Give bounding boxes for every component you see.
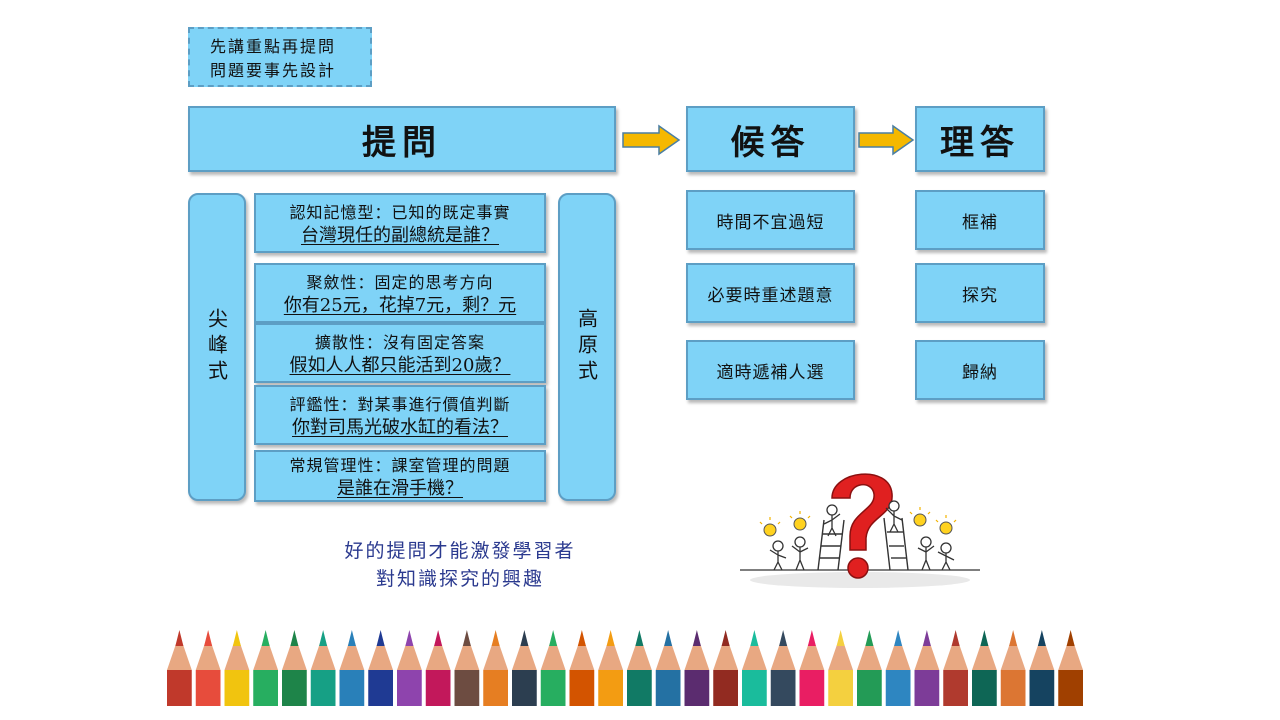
pencil [282, 630, 307, 706]
pencil [167, 630, 192, 706]
stage-ask-label: 提問 [362, 122, 442, 163]
pencil [943, 630, 968, 706]
pencil [569, 630, 595, 706]
colored-pencils-decoration [167, 630, 1083, 706]
stage-wait-label: 候答 [730, 122, 811, 163]
handle-item-1: 框補 [915, 190, 1045, 250]
closing-message-line-2: 對知識探究的興趣 [375, 568, 544, 590]
pencil [627, 630, 652, 706]
pencil [1029, 630, 1055, 706]
stage-ask-header: 提問 [188, 106, 616, 172]
question-type-title: 認知記憶型：已知的既定事實 [289, 203, 511, 222]
stage-handle-header: 理答 [915, 106, 1045, 172]
pencil [454, 630, 480, 706]
handle-item-3: 歸納 [915, 340, 1045, 400]
arrow-right-icon [622, 124, 681, 156]
note-box: 先講重點再提問 問題要事先設計 [188, 27, 372, 87]
wait-item-2: 必要時重述題意 [686, 263, 855, 323]
pencil [598, 630, 623, 706]
wait-item-label: 時間不宜過短 [716, 212, 825, 233]
question-mark-illustration [740, 473, 980, 588]
question-type-evaluative: 評鑑性：對某事進行價值判斷 你對司馬光破水缸的看法？ [254, 385, 546, 445]
question-type-example: 你有25元，花掉7元，剩？元 [283, 295, 517, 316]
pencil [339, 630, 365, 706]
pencil [655, 630, 681, 706]
pencil [425, 630, 451, 706]
question-type-title: 聚斂性：固定的思考方向 [306, 273, 494, 292]
pencil [972, 630, 997, 706]
question-type-example: 是誰在滑手機？ [337, 478, 463, 499]
stage-handle-label: 理答 [940, 122, 1020, 163]
pencil [684, 630, 710, 706]
pencil [885, 630, 911, 706]
plateau-type-text: 高原式 [574, 308, 599, 386]
pencil [310, 630, 336, 706]
wait-item-label: 適時遞補人選 [716, 362, 825, 383]
pencil [483, 630, 508, 706]
pencil [224, 630, 250, 706]
pencil [368, 630, 393, 706]
peak-type-label: 尖峰式 [188, 193, 246, 501]
handle-item-label: 框補 [962, 212, 998, 233]
pencil [799, 630, 825, 706]
question-type-title: 常規管理性：課室管理的問題 [289, 456, 511, 475]
note-line-1: 先講重點再提問 [210, 37, 337, 56]
pencil [770, 630, 796, 706]
question-type-example: 台灣現任的副總統是誰？ [301, 225, 499, 246]
pencil [1058, 630, 1083, 706]
handle-item-label: 探究 [962, 285, 998, 306]
pencil [742, 630, 767, 706]
wait-item-3: 適時遞補人選 [686, 340, 855, 400]
pencil [828, 630, 853, 706]
question-type-divergent: 擴散性：沒有固定答案 假如人人都只能活到20歲？ [254, 323, 546, 383]
closing-message: 好的提問才能激發學習者 對知識探究的興趣 [300, 537, 620, 593]
question-type-title: 評鑑性：對某事進行價值判斷 [289, 395, 511, 414]
question-type-example: 假如人人都只能活到20歲？ [289, 355, 511, 376]
pencil [857, 630, 882, 706]
closing-message-line-1: 好的提問才能激發學習者 [344, 540, 576, 562]
pencil [540, 630, 566, 706]
handle-item-2: 探究 [915, 263, 1045, 323]
pencil [914, 630, 940, 706]
pencil [1000, 630, 1026, 706]
stage-wait-header: 候答 [686, 106, 855, 172]
question-type-convergent: 聚斂性：固定的思考方向 你有25元，花掉7元，剩？元 [254, 263, 546, 323]
wait-item-1: 時間不宜過短 [686, 190, 855, 250]
wait-item-label: 必要時重述題意 [707, 285, 834, 306]
plateau-type-label: 高原式 [558, 193, 616, 501]
question-type-example: 你對司馬光破水缸的看法？ [292, 417, 508, 438]
peak-type-text: 尖峰式 [204, 308, 229, 386]
handle-item-label: 歸納 [962, 362, 998, 383]
note-line-2: 問題要事先設計 [210, 61, 337, 80]
question-type-management: 常規管理性：課室管理的問題 是誰在滑手機？ [254, 450, 546, 502]
question-type-cognitive: 認知記憶型：已知的既定事實 台灣現任的副總統是誰？ [254, 193, 546, 253]
question-type-title: 擴散性：沒有固定答案 [314, 333, 485, 352]
pencil [713, 630, 738, 706]
arrow-right-icon [858, 124, 915, 156]
light-bulb-icon [763, 513, 953, 537]
pencil [253, 630, 278, 706]
pencil [195, 630, 221, 706]
pencil [512, 630, 537, 706]
pencil [397, 630, 422, 706]
